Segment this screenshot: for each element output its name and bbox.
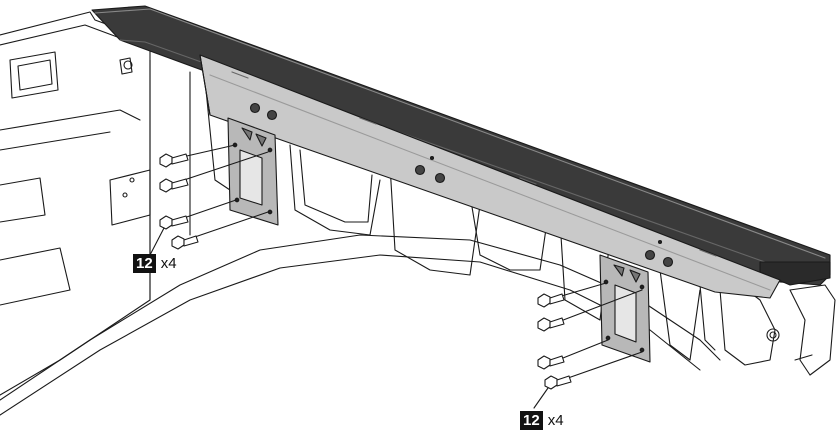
bolt-icon [538, 294, 564, 307]
bolt-icon [538, 356, 564, 369]
part-number-badge: 12 [520, 411, 543, 430]
right-callout-leader [534, 388, 548, 408]
part-quantity: x4 [548, 412, 564, 429]
left-callout-leader [150, 228, 164, 255]
part-callout-left: 12 x4 [133, 254, 177, 273]
bolt-icon [160, 216, 188, 229]
bed-rail-cap [92, 6, 830, 285]
rail-bracket [200, 55, 780, 298]
bolt-icon [545, 376, 571, 389]
bolt-icon [172, 236, 198, 249]
right-mounting-plate [600, 255, 650, 362]
part-quantity: x4 [161, 255, 177, 272]
bolt-icon [538, 318, 564, 331]
part-callout-right: 12 x4 [520, 411, 564, 430]
left-mounting-plate [228, 118, 278, 225]
part-number-badge: 12 [133, 254, 156, 273]
bolt-icon [160, 179, 188, 192]
bolt-icon [160, 154, 188, 167]
